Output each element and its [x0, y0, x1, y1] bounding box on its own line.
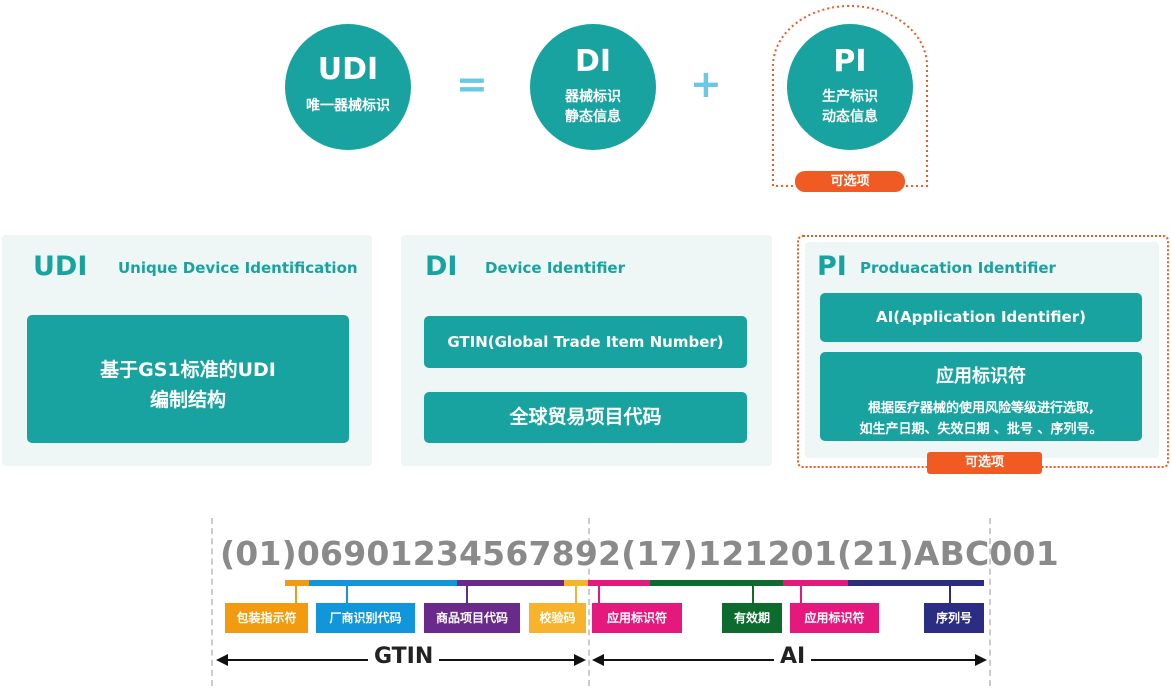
ai-arrow-left-icon — [592, 654, 604, 666]
application-identifier-line2: 如生产日期、失效日期 、批号 、序列号。 — [859, 422, 1103, 437]
udi-panel-title: UDI — [33, 251, 88, 282]
pi-circle: PI 生产标识 动态信息 — [787, 24, 913, 150]
pi-panel-title: PI — [817, 251, 847, 282]
label-item-reference: 商品项目代码 — [424, 603, 520, 633]
di-circle-title: DI — [574, 44, 612, 79]
tick-ai-21 — [800, 586, 802, 603]
pi-optional-badge: 可选项 — [795, 171, 905, 192]
tick-packaging — [295, 586, 297, 603]
pi-circle-title: PI — [833, 44, 867, 79]
application-identifier-line1: 根据医疗器械的使用风险等级进行选取, — [868, 401, 1094, 416]
udi-barcode-string: (01)06901234567892(17)121201(21)ABC001 — [220, 534, 1059, 573]
barcode-middle-guide — [588, 518, 590, 686]
gtin-arrow-right-icon — [574, 654, 586, 666]
gtin-arrow-left-icon — [216, 654, 228, 666]
ai-box: AI(Application Identifier) — [820, 293, 1142, 342]
udi-structure-line1: 基于GS1标准的UDI — [100, 359, 276, 381]
ai-arrow-right-icon — [975, 654, 987, 666]
bar-check-digit — [564, 580, 588, 586]
label-ai-17: 应用标识符 — [592, 603, 682, 633]
pi-panel-subtitle: Produacation Identifier — [860, 259, 1056, 277]
bar-packaging-indicator — [285, 580, 309, 586]
gtin-span-label: GTIN — [368, 644, 440, 669]
di-circle: DI 器械标识 静态信息 — [530, 24, 656, 150]
di-panel-subtitle: Device Identifier — [485, 259, 626, 277]
tick-check — [575, 586, 577, 603]
global-trade-item-box: 全球贸易项目代码 — [424, 392, 747, 443]
gtin-box: GTIN(Global Trade Item Number) — [424, 316, 747, 368]
label-check-digit: 校验码 — [529, 603, 586, 633]
udi-structure-line2: 编制结构 — [149, 389, 226, 411]
barcode-right-guide — [989, 518, 991, 686]
bar-company-prefix — [309, 580, 457, 586]
bar-expiry-date — [650, 580, 783, 586]
di-circle-sub2: 静态信息 — [565, 109, 621, 125]
tick-serial — [949, 586, 951, 603]
tick-ai-17 — [598, 586, 600, 603]
pi-circle-sub1: 生产标识 — [822, 89, 878, 105]
bar-item-reference — [457, 580, 564, 586]
label-expiry-date: 有效期 — [722, 603, 782, 633]
application-identifier-box: 应用标识符 根据医疗器械的使用风险等级进行选取, 如生产日期、失效日期 、批号 … — [820, 352, 1142, 441]
bar-serial-number — [848, 580, 984, 586]
di-panel-title: DI — [425, 251, 458, 282]
bar-ai-17 — [588, 580, 650, 586]
tick-expiry — [752, 586, 754, 603]
ai-span-label: AI — [774, 644, 812, 669]
label-serial-number: 序列号 — [924, 603, 984, 633]
udi-circle-sub: 唯一器械标识 — [306, 98, 390, 114]
plus-sign: + — [690, 62, 722, 106]
di-circle-sub1: 器械标识 — [565, 89, 621, 105]
label-packaging-indicator: 包装指示符 — [225, 603, 308, 633]
udi-structure-box: 基于GS1标准的UDI 编制结构 — [27, 315, 349, 443]
application-identifier-title: 应用标识符 — [936, 366, 1026, 387]
barcode-left-guide — [211, 518, 213, 686]
tick-item — [466, 586, 468, 603]
udi-circle-title: UDI — [317, 52, 379, 87]
tick-company — [346, 586, 348, 603]
udi-circle: UDI 唯一器械标识 — [285, 24, 411, 150]
pi-panel-optional-badge: 可选项 — [927, 452, 1042, 474]
udi-panel-subtitle: Unique Device Identification — [118, 259, 358, 277]
bar-ai-21 — [783, 580, 848, 586]
label-ai-21: 应用标识符 — [790, 603, 879, 633]
pi-circle-sub2: 动态信息 — [822, 109, 878, 125]
label-company-prefix: 厂商识别代码 — [316, 603, 415, 633]
equals-sign: = — [456, 62, 488, 106]
